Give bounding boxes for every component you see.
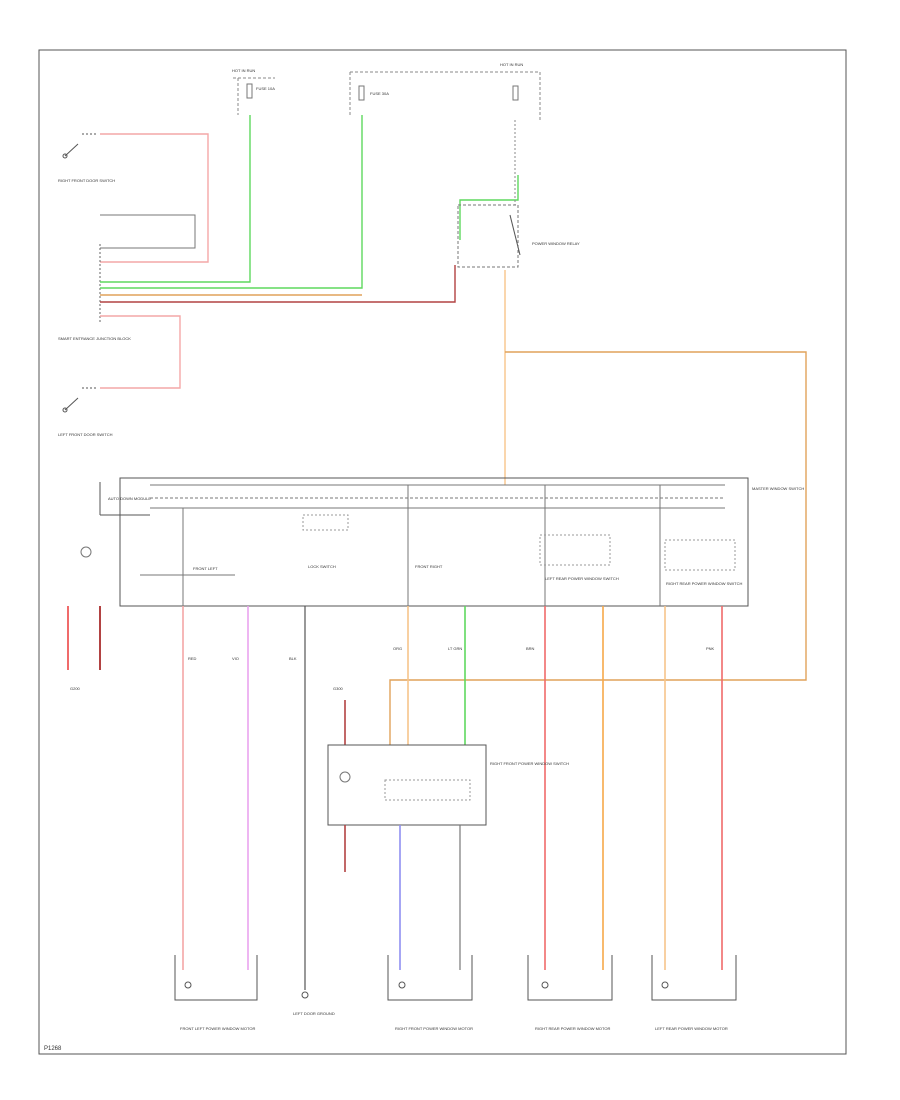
right-front-power-window-switch: RIGHT FRONT POWER WINDOW SWITCH [327,744,569,826]
fuse-box-right: HOT IN RUN FUSE 30A [349,62,541,120]
motor-front-left-label: FRONT LEFT POWER WINDOW MOTOR [180,1026,255,1031]
section-lock-switch: LOCK SWITCH [308,564,336,569]
fuse-box-left: HOT IN RUN FUSE 10A [232,68,275,115]
smart-junction-block: SMART ENTRANCE JUNCTION BLOCK [58,244,131,341]
auto-down-label: AUTO DOWN MODULE [108,496,151,501]
wire-relay-orange-loop [389,351,807,745]
master-switch-label: MASTER WINDOW SWITCH [752,486,804,491]
wire-label-red: RED [188,656,197,661]
wire-label-blk: BLK [289,656,297,661]
wire-label-brn: BRN [526,646,535,651]
right-front-switch-label: RIGHT FRONT POWER WINDOW SWITCH [490,761,569,766]
smart-module-label: SMART ENTRANCE JUNCTION BLOCK [58,336,131,341]
motor-right-rear-label: RIGHT REAR POWER WINDOW MOTOR [535,1026,611,1031]
motor-left-rear: LEFT REAR POWER WINDOW MOTOR [651,955,737,1031]
wire-label-pnk: PNK [706,646,715,651]
wire-label-vio: VIO [232,656,239,661]
wire-label-lt-grn: LT GRN [448,646,462,651]
section-right-rear: RIGHT REAR POWER WINDOW SWITCH [666,581,742,586]
motor-front-right: RIGHT FRONT POWER WINDOW MOTOR [387,955,473,1031]
wire-label-org: ORG [393,646,402,651]
motor-left-rear-label: LEFT REAR POWER WINDOW MOTOR [655,1026,728,1031]
left-front-door-switch: LEFT FRONT DOOR SWITCH [58,387,113,437]
wire-lt-green-1 [100,115,251,283]
left-front-door-switch-label: LEFT FRONT DOOR SWITCH [58,432,113,437]
motor-front-left-ground-label: LEFT DOOR GROUND [293,1011,335,1016]
section-left-rear: LEFT REAR POWER WINDOW SWITCH [545,576,619,581]
wire-rf-door-black [100,214,196,249]
motor-front-left: FRONT LEFT POWER WINDOW MOTOR [174,955,258,1031]
wire-rf-door-red [100,133,209,263]
power-window-relay: POWER WINDOW RELAY [457,204,580,268]
wire-lt-green-2 [100,115,363,289]
right-front-door-switch-label: RIGHT FRONT DOOR SWITCH [58,178,115,183]
master-window-switch: AUTO DOWN MODULE MASTER WINDOW SWITCH FR… [80,477,804,607]
ground-label-1: G200 [70,686,81,691]
wire-lf-door-red [100,315,181,389]
relay-label: POWER WINDOW RELAY [532,241,580,246]
section-front-right: FRONT RIGHT [415,564,443,569]
diagram-frame [38,49,847,1055]
footer-id: P1268 [44,1046,62,1052]
wire-darkred-smart [100,265,456,303]
fuse-box-left-label: HOT IN RUN [232,68,255,73]
fuse-right-label: FUSE 30A [370,91,389,96]
section-front-left: FRONT LEFT [193,566,218,571]
motor-front-left-ground: LEFT DOOR GROUND [293,991,335,1016]
motor-right-rear: RIGHT REAR POWER WINDOW MOTOR [527,955,613,1031]
ground-label-2: G300 [333,686,344,691]
motor-front-right-label: RIGHT FRONT POWER WINDOW MOTOR [395,1026,473,1031]
wire-green-relay [459,175,519,240]
right-front-door-switch: RIGHT FRONT DOOR SWITCH [58,133,115,183]
fuse-left-label: FUSE 10A [256,86,275,91]
fuse-box-right-label: HOT IN RUN [500,62,523,67]
